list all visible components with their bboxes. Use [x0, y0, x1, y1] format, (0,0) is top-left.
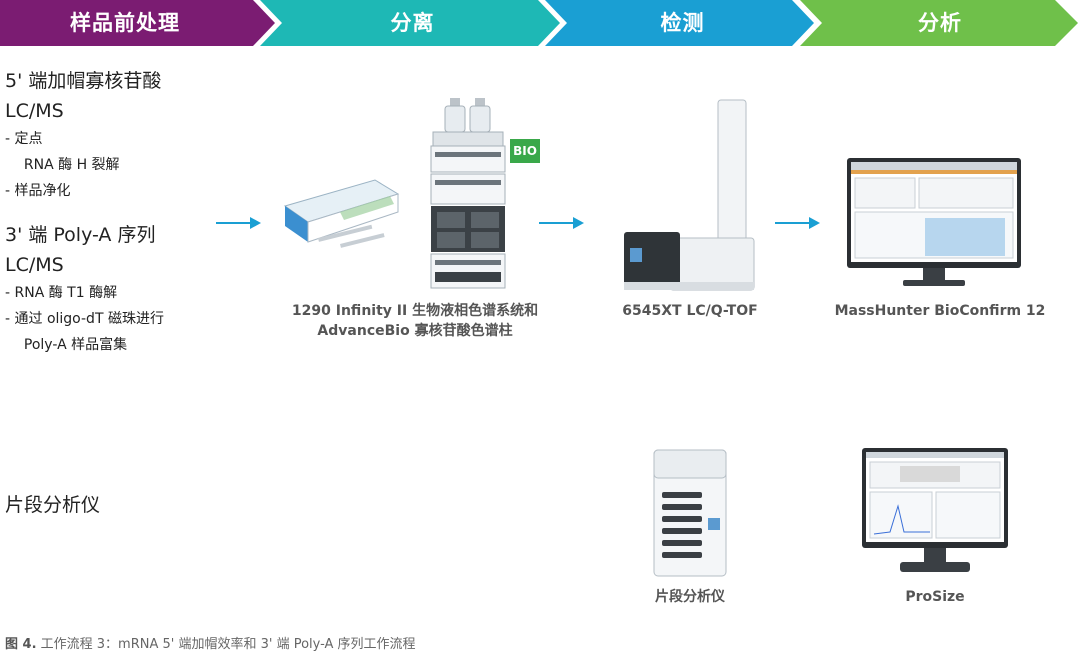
separation-caption: 1290 Infinity II 生物液相色谱系统和 AdvanceBio 寡核…: [270, 301, 560, 341]
workflow-3-prime-polya: 3' 端 Poly-A 序列 LC/MS - RNA 酶 T1 酶解 - 通过 …: [5, 220, 164, 358]
stage-chevron-sample-prep: [0, 0, 275, 46]
stage-chevron-analysis: [800, 0, 1078, 46]
stage-label-analysis: 分析: [918, 11, 962, 35]
workflow-title-line: 5' 端加帽寡核苷酸: [5, 70, 162, 92]
lc-system-icon: [430, 98, 506, 289]
flow-arrow-icon: [775, 217, 820, 229]
workflow-step: - 通过 oligo-dT 磁珠进行: [5, 311, 164, 327]
stage-chevron-detection: [545, 0, 814, 46]
caption-line: AdvanceBio 寡核苷酸色谱柱: [317, 323, 513, 339]
stage-chevron-separation: [260, 0, 560, 46]
fragment-analyzer-caption: 片段分析仪: [655, 589, 725, 605]
stage-label-detection: 检测: [660, 11, 705, 35]
figure-number: 图 4.: [5, 637, 37, 652]
figure-caption-text: 工作流程 3：mRNA 5' 端加帽效率和 3' 端 Poly-A 序列工作流程: [40, 637, 416, 652]
flow-arrow-icon: [216, 217, 261, 229]
prosize-monitor-icon: [862, 448, 1008, 572]
figure-caption: 图 4. 工作流程 3：mRNA 5' 端加帽效率和 3' 端 Poly-A 序…: [5, 633, 416, 652]
qtof-instrument-icon: [624, 99, 755, 291]
detection-caption: 6545XT LC/Q-TOF: [622, 303, 758, 319]
flow-arrow-icon: [539, 217, 584, 229]
fragment-analyzer-icon: [653, 449, 727, 577]
column-kit-icon: [283, 179, 400, 248]
workflow-title-line: LC/MS: [5, 254, 64, 276]
stage-label-separation: 分离: [390, 11, 435, 35]
workflow-title-line: 3' 端 Poly-A 序列: [5, 224, 156, 246]
caption-line: 1290 Infinity II 生物液相色谱系统和: [291, 303, 539, 319]
workflow-5-prime-cap: 5' 端加帽寡核苷酸 LC/MS - 定点 RNA 酶 H 裂解 - 样品净化: [5, 66, 161, 204]
workflow-step: - 样品净化: [5, 183, 71, 199]
workflow-title-line: LC/MS: [5, 100, 64, 122]
workflow-fragment-analyzer: 片段分析仪: [5, 494, 101, 516]
masshunter-monitor-icon: [847, 158, 1021, 286]
workflow-step: Poly-A 样品富集: [15, 337, 128, 353]
stage-label-sample-prep: 样品前处理: [70, 11, 180, 35]
prosize-caption: ProSize: [905, 589, 965, 605]
workflow-step: - RNA 酶 T1 酶解: [5, 285, 118, 301]
workflow-step: RNA 酶 H 裂解: [15, 157, 120, 173]
stage-bar: [0, 0, 1080, 46]
analysis-caption: MassHunter BioConfirm 12: [834, 303, 1046, 319]
workflow-step: - 定点: [5, 131, 43, 147]
bio-badge: BIO: [510, 139, 540, 163]
